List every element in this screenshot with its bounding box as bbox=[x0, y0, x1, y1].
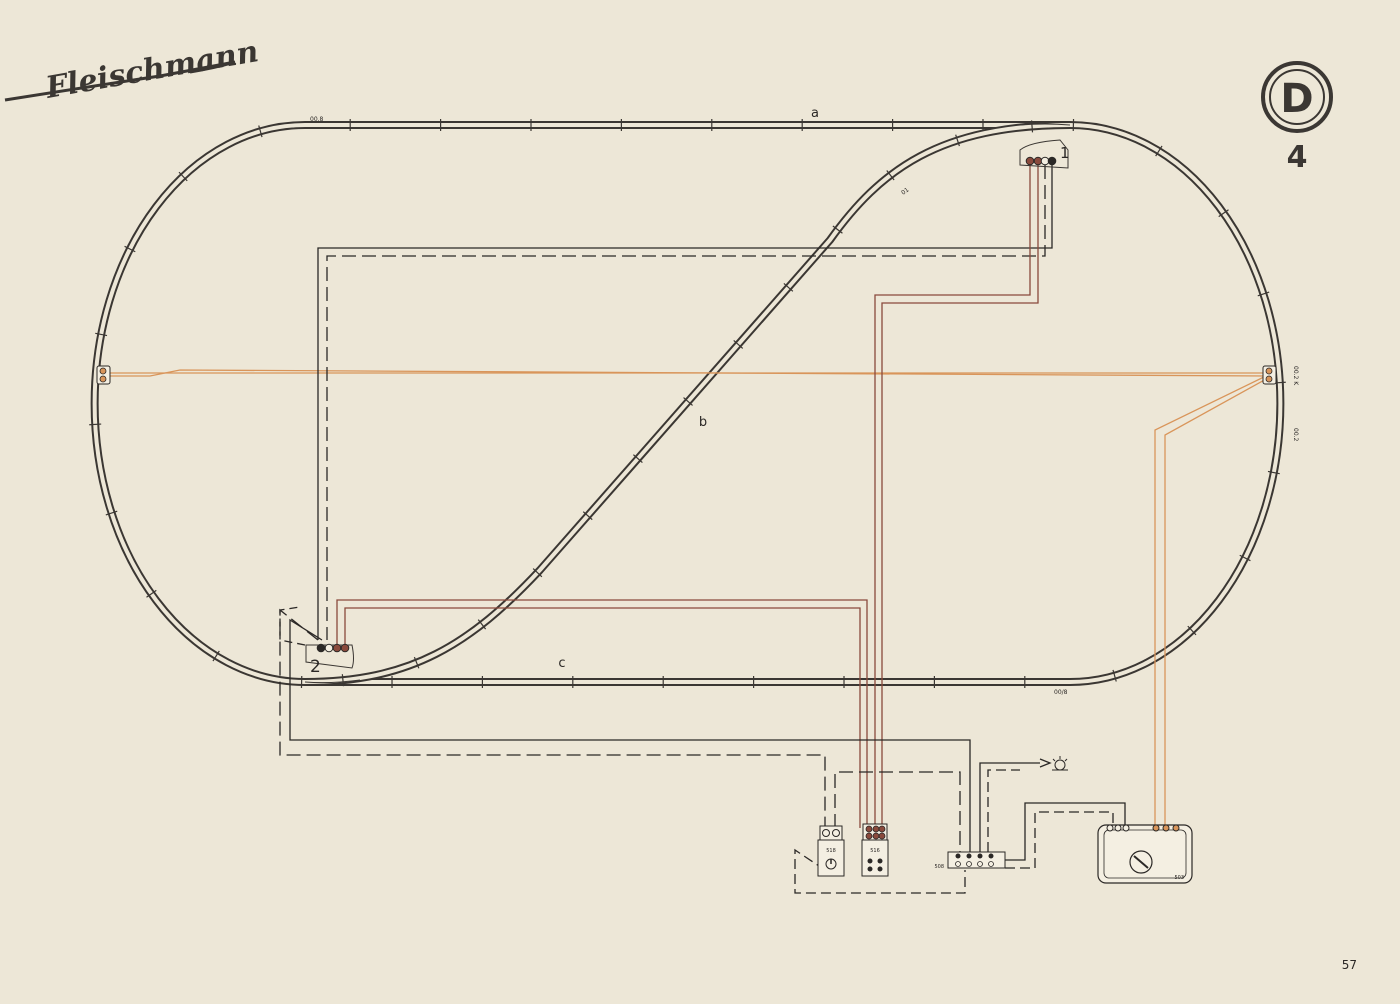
switch-box-518[interactable]: 518 bbox=[818, 826, 844, 876]
distributor-label: 508 bbox=[934, 864, 944, 870]
plan-badge: D 4 bbox=[1263, 63, 1331, 175]
section-b-label: b bbox=[699, 415, 707, 430]
page-number: 57 bbox=[1342, 958, 1357, 972]
turnout-1-contacts[interactable]: 1 bbox=[1020, 140, 1070, 168]
distributor-508[interactable]: 508 bbox=[934, 852, 1005, 870]
track-joint bbox=[89, 424, 101, 425]
code-top-left: 00.8 bbox=[310, 116, 324, 123]
fleischmann-logo: Fleischmann bbox=[5, 34, 261, 106]
turnout-2-label: 2 bbox=[310, 657, 321, 677]
switch-box-516[interactable]: 516 bbox=[862, 824, 888, 876]
code-inner: 01 bbox=[900, 186, 910, 196]
badge-letter: D bbox=[1280, 76, 1313, 122]
switch-box-518-label: 518 bbox=[826, 848, 836, 854]
lamp-icon bbox=[1052, 756, 1068, 770]
code-right-upper: 00.2 K bbox=[1292, 366, 1299, 386]
wiring bbox=[103, 165, 1268, 893]
transformer-503[interactable]: 503 bbox=[1098, 825, 1192, 883]
code-bottom-right: 00/8 bbox=[1054, 689, 1068, 696]
feeder-right[interactable] bbox=[1263, 366, 1276, 384]
track-layout bbox=[95, 124, 1281, 683]
brand-logo-text: Fleischmann bbox=[42, 34, 261, 106]
feeder-left[interactable] bbox=[97, 366, 110, 384]
code-right-lower: 00.2 bbox=[1292, 428, 1299, 442]
transformer-label: 503 bbox=[1174, 875, 1184, 881]
plan-number: 4 bbox=[1287, 140, 1308, 175]
turnout-1-label: 1 bbox=[1060, 144, 1070, 162]
section-c-label: c bbox=[558, 656, 565, 671]
switch-box-516-label: 516 bbox=[870, 848, 880, 854]
section-a-label: a bbox=[811, 106, 819, 121]
turnout-2-contacts[interactable]: 2 bbox=[306, 644, 354, 677]
